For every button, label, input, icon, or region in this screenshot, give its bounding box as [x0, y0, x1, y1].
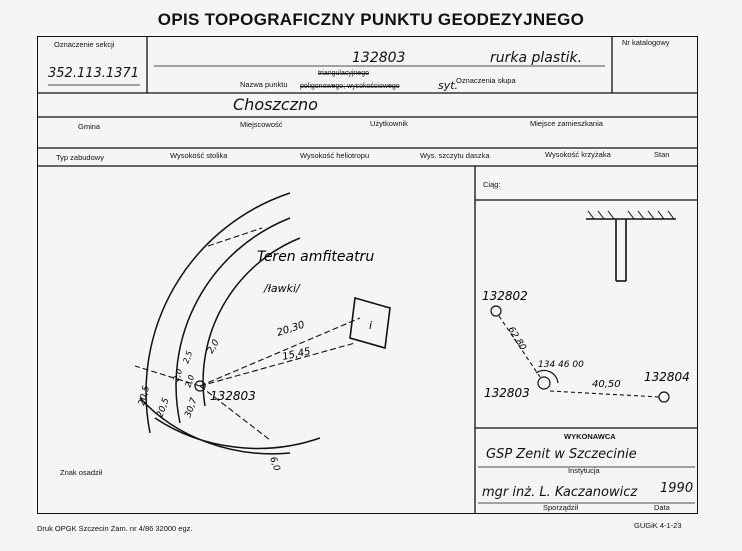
commune-label: Gmina: [78, 122, 101, 131]
institution-label: Instytucja: [568, 466, 600, 475]
commune-value: Choszczno: [233, 95, 318, 114]
author-value: mgr inż. L. Kaczanowicz: [482, 485, 638, 500]
post-marker: rurka plastik.: [490, 50, 583, 66]
traverse-dist-1: 62,80: [505, 325, 527, 352]
year-value: 1990: [660, 481, 694, 496]
sketch-dist-e: 2,0: [171, 368, 184, 383]
traverse-point-end: [658, 391, 670, 403]
sketch-dist-c: 20,5: [137, 385, 152, 407]
section-label: Oznaczenie sekcji: [54, 40, 115, 49]
sketch-arc-mid: [175, 217, 291, 424]
traverse-dist-2: 40,50: [592, 379, 621, 390]
sketch-dist-d: 2,5: [181, 350, 194, 365]
table-height-label: Wysokość stolika: [170, 151, 228, 160]
heliotrope-height-label: Wysokość heliotropu: [300, 151, 370, 160]
form-frame: [37, 36, 698, 514]
sketch-dist-b: 15,45: [281, 346, 311, 363]
type-abbrev: syt.: [438, 79, 459, 92]
sketch-dist-f: 2,0: [183, 374, 196, 389]
traverse-angle: 134 46 00: [538, 360, 584, 370]
sketch-bench-label: /ławki/: [263, 282, 301, 295]
point-name-label: Nazwa punktu: [240, 80, 288, 89]
print-info: Druk OPGK Szczecin Zam. nr 4/86 32000 eg…: [37, 524, 193, 533]
sketch-area-label: Teren amfiteatru: [257, 249, 374, 265]
sketch-dist-a: 20,30: [276, 320, 307, 339]
traverse-diagram: 132802 132803 132804 62,80 40,50 134 46 …: [482, 210, 690, 403]
sign-label: Znak osadził: [60, 468, 103, 477]
sketch-dist-h: 30,7: [183, 397, 199, 420]
user-label: Użytkownik: [370, 119, 408, 128]
sketch-arc-outer: [145, 192, 291, 434]
state-label: Stan: [654, 150, 670, 159]
contractor-value: GSP Zenit w Szczecinie: [486, 447, 637, 462]
post-marking-label: Oznaczenia słupa: [456, 76, 516, 85]
type-line-2: poligonowego; wysokościowego: [300, 83, 400, 90]
building-type-label: Typ zabudowy: [56, 153, 104, 162]
cross-height-label: Wysokość krzyżaka: [545, 150, 611, 159]
residence-label: Miejsce zamieszkania: [530, 119, 603, 128]
sketch-arc-inner: [202, 237, 301, 407]
sketch-dist-j: 6,0: [267, 456, 281, 473]
section-value: 352.113.1371: [48, 66, 139, 81]
contractor-label: WYKONAWCA: [564, 432, 616, 441]
roof-height-label: Wys. szczytu daszka: [420, 151, 490, 160]
sketch-building: [349, 296, 391, 350]
sketch-arc-road-2: [154, 417, 321, 450]
sketch-dist-g: 20,5: [155, 397, 171, 420]
section-view-label: Ciąg:: [483, 180, 501, 189]
sketch-point-label: 132803: [210, 389, 256, 403]
catalog-label: Nr katalogowy: [622, 38, 670, 47]
type-line-1: triangulacyjnego: [318, 70, 369, 77]
location-sketch: Teren amfiteatru /ławki/ 132803 i 20,30 …: [134, 192, 391, 473]
traverse-mid-label: 132803: [484, 386, 530, 400]
traverse-point-start: [490, 305, 502, 317]
page-title: OPIS TOPOGRAFICZNY PUNKTU GEODEZYJNEGO: [157, 10, 585, 29]
sketch-point-marker: [194, 380, 206, 392]
sketch-building-label: i: [369, 319, 372, 332]
traverse-start-label: 132802: [482, 289, 528, 303]
traverse-end-label: 132804: [644, 370, 690, 384]
date-label: Data: [654, 503, 670, 512]
traverse-point-mid: [537, 376, 551, 390]
point-number: 132803: [352, 50, 406, 66]
locality-label: Miejscowość: [240, 120, 283, 129]
author-label: Sporządził: [543, 503, 579, 512]
form-code: GUGiK 4-1-23: [634, 521, 682, 530]
